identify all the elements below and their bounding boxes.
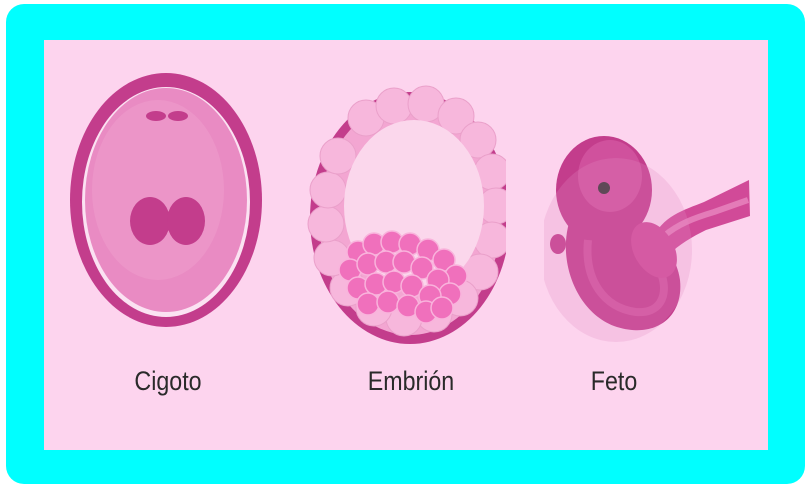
stage-zygote: Cigoto: [68, 40, 268, 450]
polar-body: [146, 111, 166, 121]
polar-body: [168, 111, 188, 121]
zygote-illustration: [68, 40, 268, 360]
stage-label-cigoto: Cigoto: [82, 366, 254, 397]
stage-fetus: Feto: [544, 40, 768, 450]
pronucleus-right: [167, 197, 205, 245]
stage-label-feto: Feto: [571, 366, 657, 397]
stage-label-embrion: Embrión: [321, 366, 502, 397]
pronucleus-left: [130, 197, 170, 245]
fetus-illustration: [544, 40, 768, 360]
blastocyst-illustration: [306, 40, 506, 360]
content-panel: Cigoto: [44, 40, 768, 450]
stage-embryo: Embrión: [306, 40, 506, 450]
